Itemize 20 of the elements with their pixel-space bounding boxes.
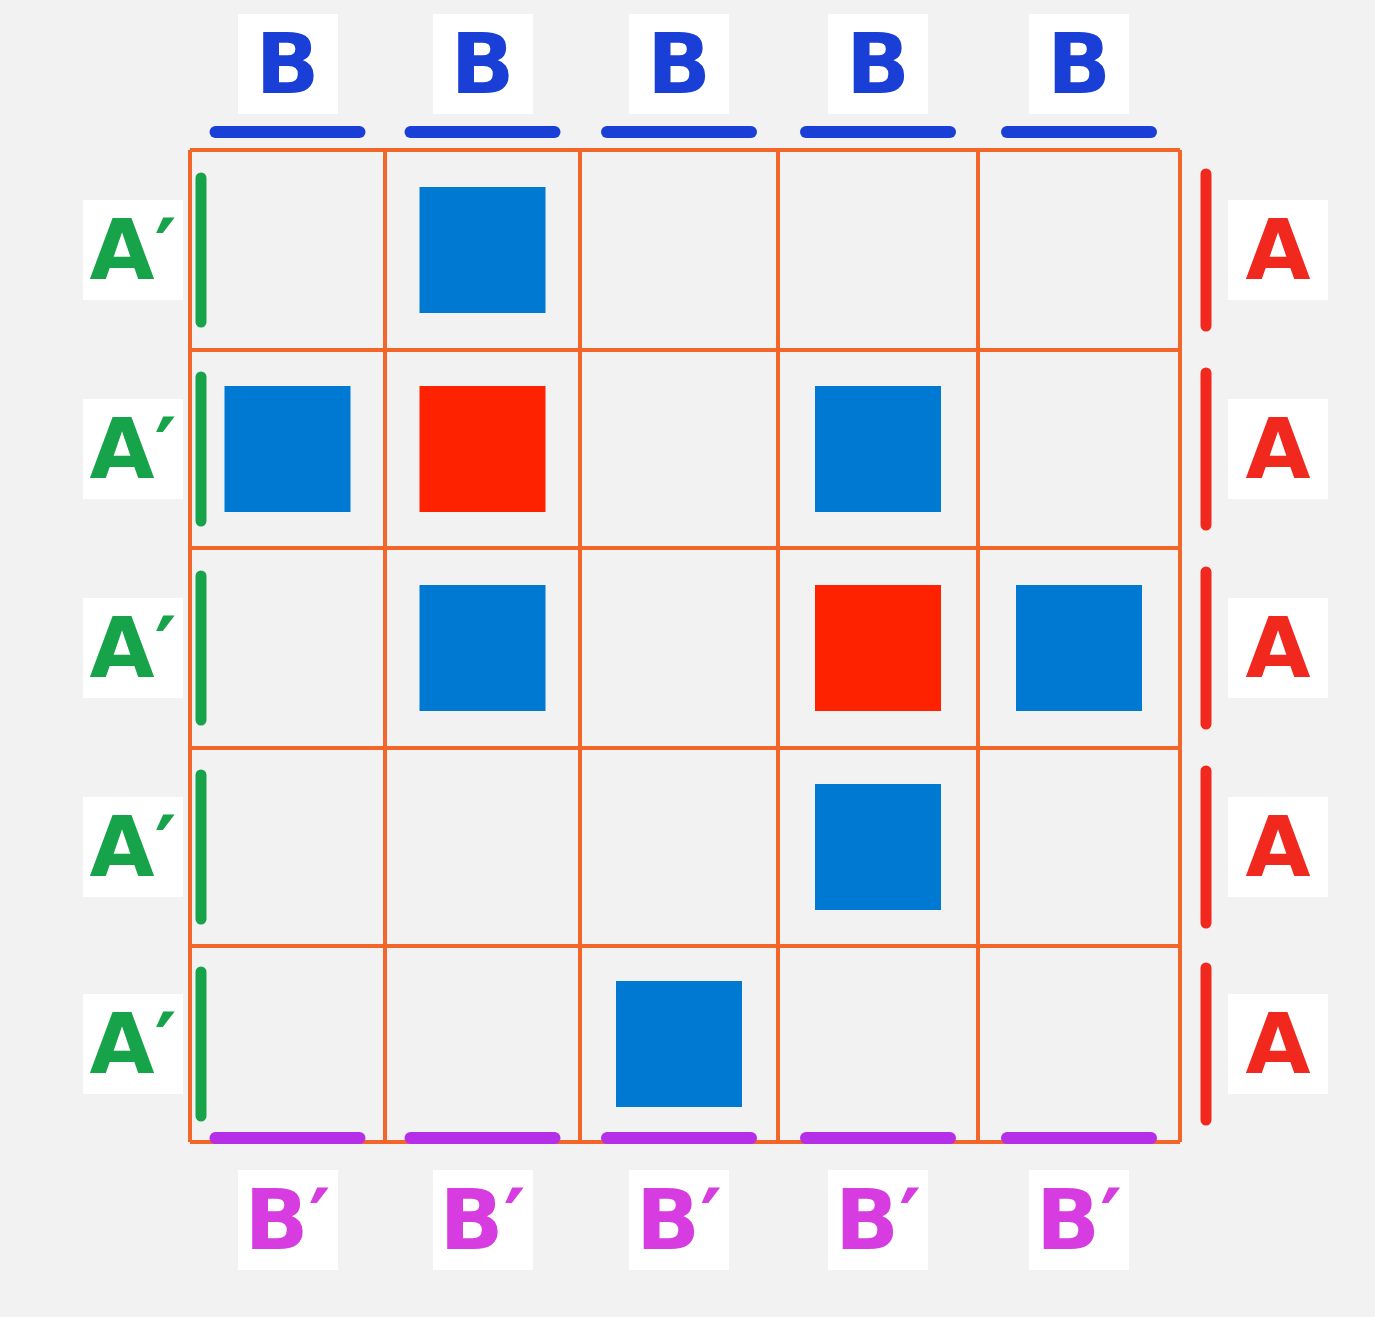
grid-label: B <box>1029 14 1129 114</box>
grid-label: B <box>828 14 928 114</box>
grid-label: B′ <box>828 1170 928 1270</box>
grid-label: A <box>1228 200 1328 300</box>
grid-label: A <box>1228 797 1328 897</box>
grid-label: A′ <box>83 797 183 897</box>
grid-label: A′ <box>83 598 183 698</box>
grid-label: A <box>1228 598 1328 698</box>
grid-label: B <box>237 14 338 114</box>
grid-label: B′ <box>629 1170 729 1270</box>
grid-label: A <box>1228 399 1328 499</box>
grid-label: A′ <box>83 399 183 499</box>
grid-label: B <box>432 14 533 114</box>
grid-label: A′ <box>83 994 183 1094</box>
grid-label: A′ <box>83 200 183 300</box>
grid-label: A <box>1228 994 1328 1094</box>
grid-label: B′ <box>1029 1170 1129 1270</box>
grid-label: B′ <box>432 1170 533 1270</box>
grid-label: B <box>629 14 729 114</box>
grid-label: B′ <box>237 1170 338 1270</box>
